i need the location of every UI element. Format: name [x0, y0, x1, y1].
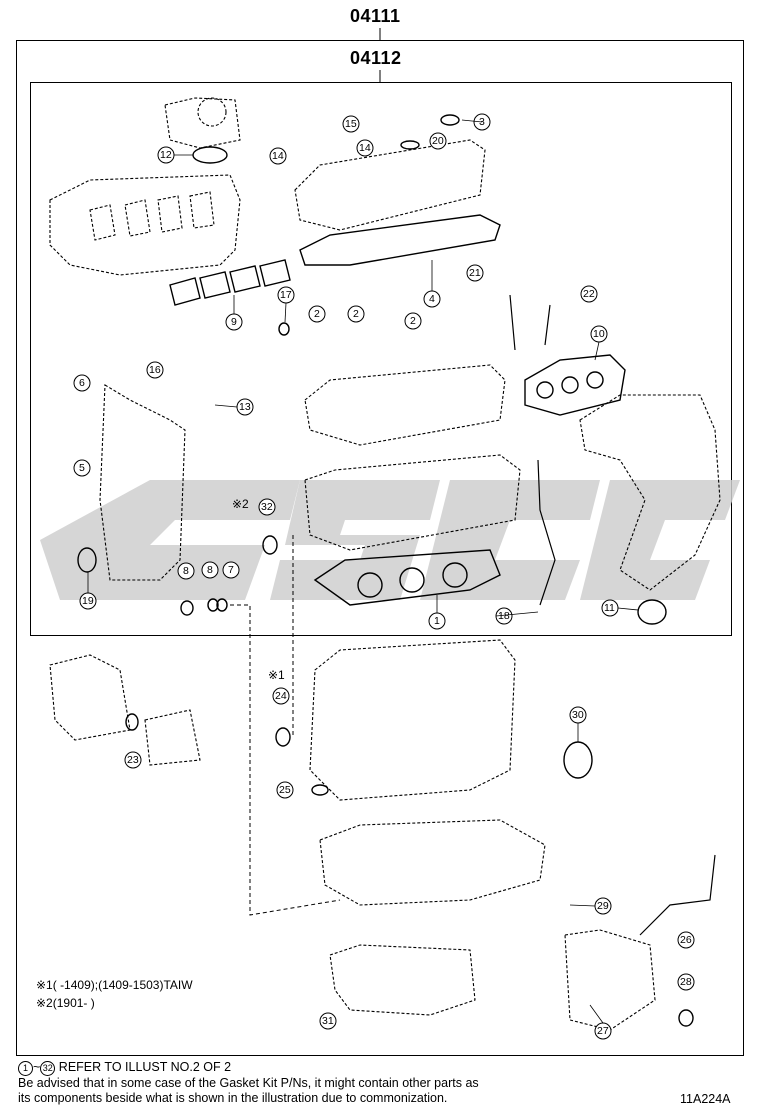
valve-cover-gasket: [299, 214, 501, 266]
cylinder-head-drawing: [304, 454, 521, 551]
callout-22: [580, 285, 598, 303]
callout-number: 3: [479, 116, 485, 128]
callout-number: 25: [279, 784, 291, 796]
throttle-body-drawing: [164, 97, 241, 149]
watermark-logo: [40, 480, 740, 600]
callout-31: [319, 1012, 337, 1030]
exhaust-ring-11: [637, 599, 667, 625]
callout-number: 5: [79, 462, 85, 474]
timing-cover-drawing: [99, 384, 186, 581]
callout-8b: [201, 561, 219, 579]
callout-20: [429, 132, 447, 150]
callout-number: 12: [160, 149, 172, 161]
callout-number: 4: [429, 293, 435, 305]
callout-number: 19: [82, 595, 94, 607]
oil-dipstick-drawing: [537, 459, 556, 606]
callout-16: [146, 361, 164, 379]
callout-number: 29: [597, 900, 609, 912]
intake-manifold-drawing: [49, 174, 241, 276]
callout-number: 11: [604, 602, 615, 614]
callout-number: 7: [228, 564, 234, 576]
callout-number: 32: [261, 501, 273, 513]
callout-15: [342, 115, 360, 133]
valve-cover-drawing: [294, 139, 486, 231]
note-2-text: (1901- ): [52, 996, 95, 1010]
exhaust-manifold-drawing: [579, 394, 721, 591]
cylinder-block-drawing: [309, 639, 516, 801]
callout-number: 14: [272, 150, 284, 162]
callout-number: 16: [149, 364, 161, 376]
callout-number: 31: [322, 1015, 334, 1027]
callout-number: 8: [183, 565, 189, 577]
note-2: ※2(1901- ): [36, 996, 95, 1010]
intake-manifold-gasket: [169, 259, 291, 306]
note-2-mark: ※2: [36, 996, 53, 1010]
range-end-circle: 32: [40, 1061, 56, 1076]
note-1-mark: ※1: [36, 978, 53, 992]
callout-number: 15: [345, 118, 357, 130]
callout-23: [124, 751, 142, 769]
callout-number: 1: [434, 615, 440, 627]
callout-2b: [347, 305, 365, 323]
callout-32: [258, 498, 276, 516]
inner-kit-frame: [30, 82, 732, 636]
callout-5: [73, 459, 91, 477]
oil-seal-19: [77, 547, 97, 573]
callout-number: 13: [239, 401, 251, 413]
callout-number: 30: [572, 709, 584, 721]
callout-number: 9: [231, 316, 237, 328]
head-gasket: [313, 549, 501, 606]
callout-28: [677, 973, 695, 991]
callout-number: 6: [79, 377, 85, 389]
callout-number: 2: [314, 308, 320, 320]
outer-kit-frame: [16, 40, 744, 1056]
note-ref-mark-1: ※1: [268, 668, 285, 682]
illustration-code: 11A224A: [680, 1092, 731, 1106]
kit-number-outer: 04111: [350, 6, 401, 26]
callout-number: 10: [593, 328, 605, 340]
callout-24: [272, 687, 290, 705]
callout-6: [73, 374, 91, 392]
callout-26: [677, 931, 695, 949]
callout-number: 2: [353, 308, 359, 320]
callout-2c: [404, 312, 422, 330]
refer-illustration-text: REFER TO ILLUST NO.2 OF 2: [58, 1060, 232, 1074]
water-pump-drawing: [564, 929, 656, 1031]
callout-number: 20: [432, 135, 444, 147]
footer: 1~32 REFER TO ILLUST NO.2 OF 2 Be advise…: [18, 1060, 758, 1106]
note-ref-mark-2: ※2: [232, 497, 249, 511]
note-1-text: ( -1409);(1409-1503)TAIW: [52, 978, 193, 992]
footer-refer-line: 1~32 REFER TO ILLUST NO.2 OF 2: [18, 1060, 758, 1076]
advice-line-1: Be advised that in some case of the Gask…: [18, 1076, 479, 1090]
callout-number: 21: [469, 267, 481, 279]
callout-number: 23: [127, 754, 139, 766]
callout-number: 18: [498, 610, 510, 622]
callout-number: 24: [275, 690, 287, 702]
note-1: ※1( -1409);(1409-1503)TAIW: [36, 978, 193, 992]
callout-25: [276, 781, 294, 799]
kit-number-inner: 04112: [350, 48, 402, 68]
callout-number: 22: [583, 288, 595, 300]
callout-number: 26: [680, 934, 692, 946]
callout-number: 28: [680, 976, 692, 988]
callout-7: [222, 561, 240, 579]
callout-number: 27: [597, 1025, 609, 1037]
oil-strainer-pipe: [639, 854, 716, 936]
callout-2a: [308, 305, 326, 323]
range-separator: ~: [33, 1060, 41, 1074]
callout-number: 2: [410, 315, 416, 327]
callout-21: [466, 264, 484, 282]
callout-number: 8: [207, 564, 213, 576]
callout-8a: [177, 562, 195, 580]
callout-number: 14: [359, 142, 371, 154]
advice-line-2: its components beside what is shown in t…: [18, 1091, 448, 1105]
callout-14b: [356, 139, 374, 157]
oil-pan-lower-drawing: [329, 944, 476, 1016]
range-start-circle: 1: [18, 1061, 33, 1076]
callout-14a: [269, 147, 287, 165]
exhaust-manifold-gasket: [524, 354, 626, 416]
callout-number: 17: [280, 289, 292, 301]
